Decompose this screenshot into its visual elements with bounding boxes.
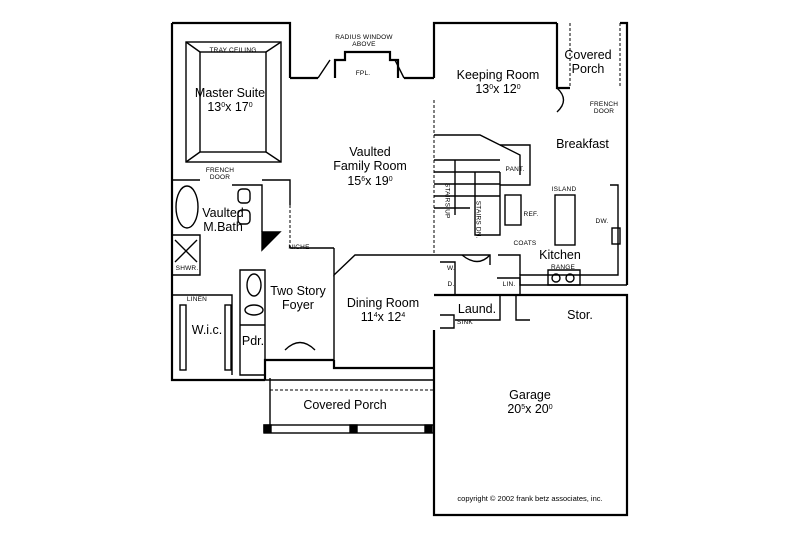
label-washer: W. <box>447 265 455 272</box>
room-family: Vaulted Family Room 156x 190 <box>325 145 415 188</box>
label-dishwasher: DW. <box>595 218 609 225</box>
label-line1: FRENCH <box>589 101 619 108</box>
room-name: Garage <box>509 388 551 402</box>
room-covered-porch-front: Covered Porch <box>303 398 387 412</box>
room-wic: W.i.c. <box>191 323 223 337</box>
label-line1: Covered <box>564 48 612 62</box>
label-french-door-porch: FRENCH DOOR <box>584 101 624 116</box>
label-coats: COATS <box>513 240 537 247</box>
label-refrigerator: REF. <box>523 211 539 218</box>
room-dimensions: 130x 170 <box>207 100 253 115</box>
label-shower: SHWR. <box>175 265 199 272</box>
room-master-suite: Master Suite 130x 170 <box>180 86 280 115</box>
room-name: Keeping Room <box>456 68 540 82</box>
room-vaulted-bath: Vaulted M.Bath <box>198 206 248 235</box>
label-line2: Porch <box>571 62 605 77</box>
label-line2: DOOR <box>209 174 231 182</box>
room-dimensions: 130x 120 <box>475 82 521 97</box>
label-pantry: PANT. <box>505 166 525 173</box>
label-stairs-down: STAIRS DN. <box>474 200 482 239</box>
label-linen: LINEN <box>186 296 208 303</box>
label-line2: ABOVE <box>352 41 376 49</box>
label-tray-ceiling: TRAY CEILING <box>209 47 257 54</box>
room-dimensions: 156x 190 <box>347 173 393 188</box>
label-sink: SINK <box>457 319 473 326</box>
room-garage: Garage 205x 200 <box>490 388 570 417</box>
label-radius-window: RADIUS WINDOW ABOVE <box>326 34 402 49</box>
label-linen-closet: LIN. <box>502 281 516 288</box>
label-dryer: D. <box>447 281 455 288</box>
room-name-line2: Family Room <box>333 159 407 174</box>
label-range: RANGE <box>550 264 576 271</box>
label-line1: Two Story <box>270 284 326 298</box>
room-dimensions: 205x 200 <box>507 402 553 417</box>
label-line1: RADIUS WINDOW <box>335 34 393 41</box>
room-dining: Dining Room 114x 124 <box>333 296 433 325</box>
room-kitchen: Kitchen <box>539 248 581 262</box>
room-name: Master Suite <box>194 86 266 100</box>
interior-walls <box>172 41 628 434</box>
room-keeping: Keeping Room 130x 120 <box>448 68 548 97</box>
room-laundry: Laund. <box>457 302 497 316</box>
label-stairs-up: STAIRS UP <box>443 182 451 219</box>
label-line2: Foyer <box>282 298 314 313</box>
label-line2: M.Bath <box>203 220 243 235</box>
room-storage: Stor. <box>567 308 593 322</box>
label-fireplace: FPL. <box>355 70 371 77</box>
label-french-door-master: FRENCH DOOR <box>200 167 240 182</box>
room-dimensions: 114x 124 <box>360 310 406 325</box>
room-name: Dining Room <box>346 296 420 310</box>
room-foyer: Two Story Foyer <box>266 284 330 313</box>
label-niche: NICHE <box>288 244 310 251</box>
room-covered-porch-rear: Covered Porch <box>557 48 619 77</box>
room-pdr: Pdr. <box>241 334 265 348</box>
room-breakfast: Breakfast <box>556 137 609 151</box>
room-name-line1: Vaulted <box>349 145 391 159</box>
copyright-text: copyright © 2002 frank betz associates, … <box>457 494 603 503</box>
label-line1: FRENCH <box>205 167 235 174</box>
dashed-lines <box>270 23 621 391</box>
label-line1: Vaulted <box>202 206 244 220</box>
label-island: ISLAND <box>551 186 577 193</box>
label-line2: DOOR <box>593 108 615 116</box>
